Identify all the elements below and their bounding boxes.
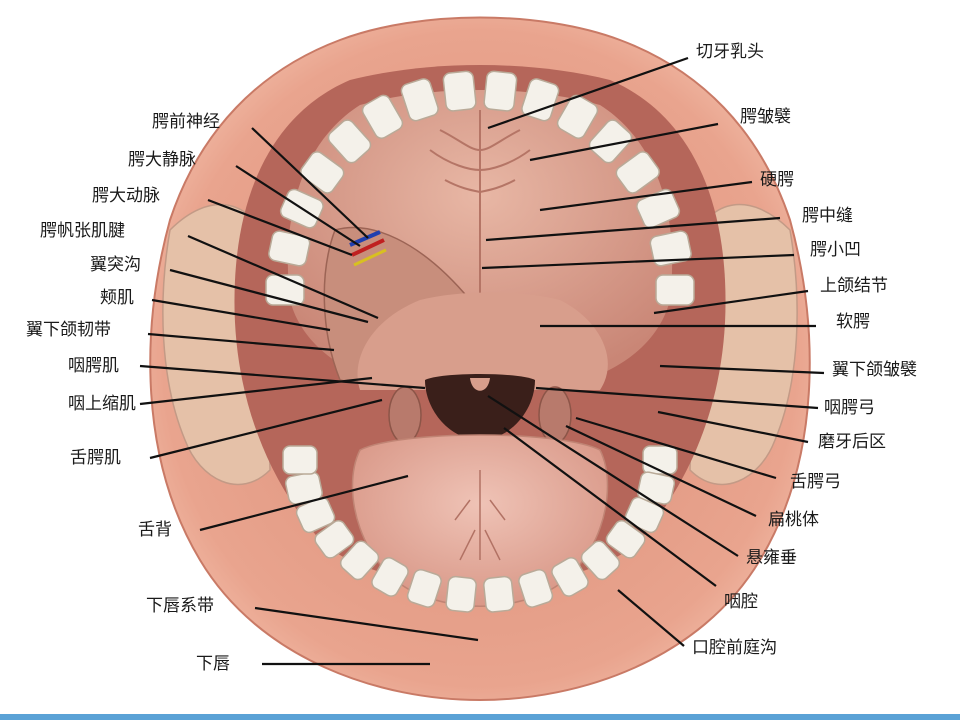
leader-line bbox=[617, 589, 685, 647]
tooth bbox=[442, 70, 477, 112]
label-lower-lip-frenulum: 下唇系带 bbox=[146, 596, 214, 616]
leader-line bbox=[503, 427, 717, 587]
tooth bbox=[551, 557, 589, 597]
tooth bbox=[580, 540, 621, 581]
label-palatopharyngeus: 咽腭肌 bbox=[68, 356, 119, 376]
tooth bbox=[615, 151, 660, 194]
label-palatine-rugae: 腭皱襞 bbox=[740, 107, 791, 127]
lower-teeth bbox=[282, 445, 678, 613]
tooth bbox=[282, 445, 318, 475]
tooth bbox=[406, 568, 442, 608]
leader-line bbox=[485, 216, 781, 242]
tooth bbox=[588, 119, 633, 164]
label-pterygoid-hamulus-groove: 翼突沟 bbox=[90, 255, 141, 275]
label-median-raphe: 腭中缝 bbox=[802, 206, 853, 226]
label-maxillary-tuberosity: 上颌结节 bbox=[820, 276, 888, 296]
label-tensor-veli-palatini-tendon: 腭帆张肌腱 bbox=[40, 221, 125, 241]
label-greater-palatine-artery: 腭大动脉 bbox=[92, 186, 160, 206]
leader-line bbox=[535, 386, 819, 410]
label-pterygomandibular-fold: 翼下颌皱襞 bbox=[832, 360, 917, 380]
leader-line bbox=[199, 474, 409, 532]
label-palatoglossus: 舌腭肌 bbox=[70, 448, 121, 468]
label-soft-palate: 软腭 bbox=[836, 312, 870, 332]
label-buccinator: 颊肌 bbox=[100, 288, 134, 308]
label-superior-constrictor: 咽上缩肌 bbox=[68, 394, 136, 414]
label-palatine-fovea: 腭小凹 bbox=[810, 240, 861, 260]
tooth bbox=[483, 575, 515, 613]
leader-line bbox=[487, 395, 739, 557]
label-pharyngeal-cavity: 咽腔 bbox=[724, 592, 758, 612]
leader-line bbox=[187, 234, 379, 320]
tooth bbox=[483, 70, 518, 112]
label-oral-vestibular-sulcus: 口腔前庭沟 bbox=[692, 638, 777, 658]
leader-lines bbox=[139, 56, 825, 666]
tooth bbox=[361, 94, 404, 139]
tooth bbox=[339, 540, 380, 581]
tooth bbox=[655, 274, 695, 306]
tooth bbox=[314, 520, 355, 559]
left-tonsil bbox=[388, 386, 422, 444]
leader-line bbox=[659, 364, 825, 375]
tooth bbox=[400, 78, 439, 122]
label-greater-palatine-vein: 腭大静脉 bbox=[128, 150, 196, 170]
leader-line bbox=[539, 180, 753, 212]
label-pterygomandibular-ligament: 翼下颌韧带 bbox=[26, 320, 111, 340]
tooth bbox=[605, 520, 646, 559]
tooth bbox=[371, 557, 409, 597]
leader-line bbox=[147, 332, 335, 352]
label-anterior-palatine-nerve: 腭前神经 bbox=[152, 112, 220, 132]
label-palatoglossal-arch: 舌腭弓 bbox=[790, 472, 841, 492]
leader-line bbox=[565, 425, 757, 517]
bottom-accent-bar bbox=[0, 714, 960, 720]
uvula bbox=[470, 378, 490, 391]
leader-line bbox=[151, 298, 331, 332]
tooth bbox=[518, 568, 554, 608]
leader-line bbox=[235, 165, 361, 247]
tooth bbox=[556, 94, 599, 139]
tooth bbox=[327, 119, 372, 164]
leader-line bbox=[487, 56, 689, 130]
tooth bbox=[268, 230, 311, 267]
label-uvula: 悬雍垂 bbox=[746, 548, 797, 568]
label-incisive-papilla: 切牙乳头 bbox=[696, 42, 764, 62]
label-lower-lip: 下唇 bbox=[196, 654, 230, 674]
tooth bbox=[300, 151, 345, 194]
label-retromolar-area: 磨牙后区 bbox=[818, 432, 886, 452]
label-tonsil: 扁桃体 bbox=[768, 510, 819, 530]
label-hard-palate: 硬腭 bbox=[760, 170, 794, 190]
leader-line bbox=[139, 364, 426, 390]
leader-line bbox=[207, 198, 353, 257]
tooth bbox=[445, 575, 477, 613]
leader-line bbox=[251, 127, 369, 239]
leader-line bbox=[481, 253, 795, 270]
tooth bbox=[649, 230, 692, 267]
right-tonsil bbox=[538, 386, 572, 444]
label-dorsum-of-tongue: 舌背 bbox=[138, 520, 172, 540]
leader-line bbox=[149, 398, 383, 460]
leader-line bbox=[575, 416, 777, 480]
palatine-rugae bbox=[429, 129, 531, 193]
leader-line bbox=[529, 122, 719, 162]
leader-line bbox=[653, 289, 809, 315]
leader-line bbox=[657, 410, 809, 444]
leader-line bbox=[254, 606, 479, 642]
label-palatopharyngeal-arch: 咽腭弓 bbox=[824, 398, 875, 418]
tongue-fissures bbox=[454, 470, 506, 561]
throat-opening bbox=[425, 374, 535, 440]
soft-palate bbox=[357, 292, 608, 390]
leader-line bbox=[139, 376, 373, 406]
leader-line bbox=[169, 268, 369, 324]
